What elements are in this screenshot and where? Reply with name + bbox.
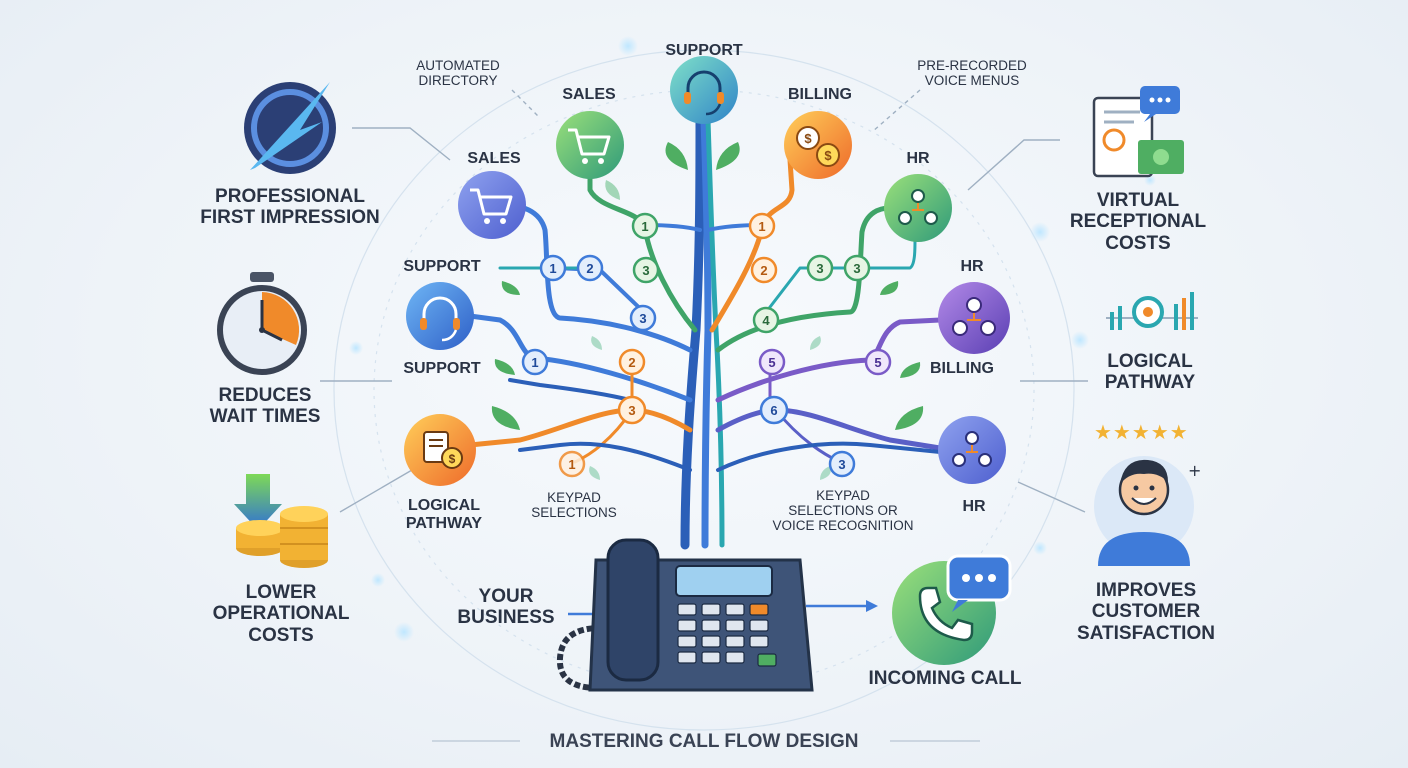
cart-icon <box>458 171 526 239</box>
benefit-connectors <box>320 89 1088 513</box>
node-18: 3 <box>828 450 856 478</box>
coins-exchange-icon: $ $ <box>784 111 852 179</box>
team-icon <box>938 282 1010 354</box>
svg-text:$: $ <box>824 148 832 163</box>
keypad-selections-label: KEYPAD SELECTIONS <box>531 490 617 521</box>
headset-icon <box>406 282 474 350</box>
node-13: 3 <box>617 395 647 425</box>
dept-support-left-bottom: SUPPORT <box>403 360 481 377</box>
dept-billing-top: BILLING <box>788 86 852 103</box>
svg-text:6: 6 <box>770 403 777 418</box>
dept-logical-pathway: LOGICAL PATHWAY <box>405 497 483 532</box>
page-title: MASTERING CALL FLOW DESIGN <box>549 731 859 752</box>
benefit-professional: PROFESSIONAL FIRST IMPRESSION <box>200 186 380 229</box>
svg-text:1: 1 <box>641 219 648 234</box>
rating-stars: ★★★★★ <box>1094 420 1189 444</box>
dept-billing-right: BILLING <box>930 360 994 377</box>
tree-leaves <box>491 142 924 480</box>
benefit-customer-satisfaction: IMPROVES CUSTOMER SATISFACTION <box>1077 580 1215 644</box>
svg-text:3: 3 <box>628 403 635 418</box>
node-7: 3 <box>806 254 834 282</box>
svg-text:1: 1 <box>568 457 575 472</box>
dept-hr-right-top: HR <box>906 150 930 167</box>
phone-chat-icon <box>892 554 1012 665</box>
cart-icon <box>556 111 624 179</box>
benefit-wait-times: REDUCES WAIT TIMES <box>209 385 321 428</box>
tree-nodes: 1 1 3 1 2 3 3 3 1 2 2 4 3 1 5 6 5 3 <box>521 212 892 478</box>
svg-text:2: 2 <box>760 263 767 278</box>
node-2: 1 <box>748 212 776 240</box>
node-12: 4 <box>752 306 780 334</box>
svg-text:4: 4 <box>762 313 770 328</box>
document-money-icon <box>1092 86 1184 178</box>
tree-trunk <box>680 115 725 550</box>
node-17: 5 <box>864 348 892 376</box>
node-4: 1 <box>539 254 567 282</box>
svg-text:5: 5 <box>768 355 775 370</box>
svg-text:3: 3 <box>642 263 649 278</box>
svg-text:3: 3 <box>639 311 646 326</box>
team-icon <box>884 174 952 242</box>
node-3: 3 <box>632 256 660 284</box>
stopwatch-icon <box>217 272 307 375</box>
svg-text:5: 5 <box>874 355 881 370</box>
node-11: 2 <box>750 256 778 284</box>
dept-sales-top: SALES <box>562 86 616 103</box>
node-9: 1 <box>521 348 549 376</box>
node-1: 1 <box>631 212 659 240</box>
logo-icon <box>244 82 336 174</box>
desk-phone <box>556 538 814 692</box>
svg-text:3: 3 <box>853 261 860 276</box>
pre-recorded-label: PRE-RECORDED VOICE MENUS <box>917 58 1027 89</box>
benefit-virtual-receptional: VIRTUAL RECEPTIONAL COSTS <box>1069 190 1207 254</box>
node-14: 1 <box>558 450 586 478</box>
svg-text:$: $ <box>449 452 456 466</box>
invoice-icon: $ <box>404 414 476 486</box>
pathway-icon <box>1106 292 1198 330</box>
benefit-operational-costs: LOWER OPERATIONAL COSTS <box>212 582 350 646</box>
svg-text:2: 2 <box>628 355 635 370</box>
team-icon <box>938 416 1006 484</box>
svg-text:+: + <box>1188 461 1201 480</box>
svg-text:3: 3 <box>838 457 845 472</box>
node-10: 2 <box>618 348 646 376</box>
dept-support-left-top: SUPPORT <box>403 258 481 275</box>
svg-text:1: 1 <box>758 219 765 234</box>
coins-icon <box>234 474 328 568</box>
svg-text:1: 1 <box>531 355 538 370</box>
svg-text:$: $ <box>804 131 812 146</box>
dept-support-top: SUPPORT <box>665 42 743 59</box>
headset-icon <box>670 56 738 124</box>
node-6: 3 <box>629 304 657 332</box>
dept-hr-right-bottom: HR <box>962 498 986 515</box>
keypad-voice-label: KEYPAD SELECTIONS OR VOICE RECOGNITION <box>772 488 914 534</box>
dept-hr-right-mid: HR <box>960 258 984 275</box>
benefit-logical-pathway: LOGICAL PATHWAY <box>1104 351 1196 394</box>
orbit-rings <box>333 49 1075 731</box>
automated-directory-label: AUTOMATED DIRECTORY <box>416 58 500 89</box>
svg-text:3: 3 <box>816 261 823 276</box>
your-business-label: YOUR BUSINESS <box>457 586 555 629</box>
node-8: 3 <box>843 254 871 282</box>
node-15: 5 <box>758 348 786 376</box>
happy-customer-icon: + <box>1094 456 1201 566</box>
dept-sales-left: SALES <box>467 150 521 167</box>
node-5: 2 <box>576 254 604 282</box>
node-16: 6 <box>759 395 789 425</box>
svg-text:2: 2 <box>586 261 593 276</box>
svg-text:1: 1 <box>549 261 556 276</box>
incoming-call-label: INCOMING CALL <box>868 668 1022 689</box>
